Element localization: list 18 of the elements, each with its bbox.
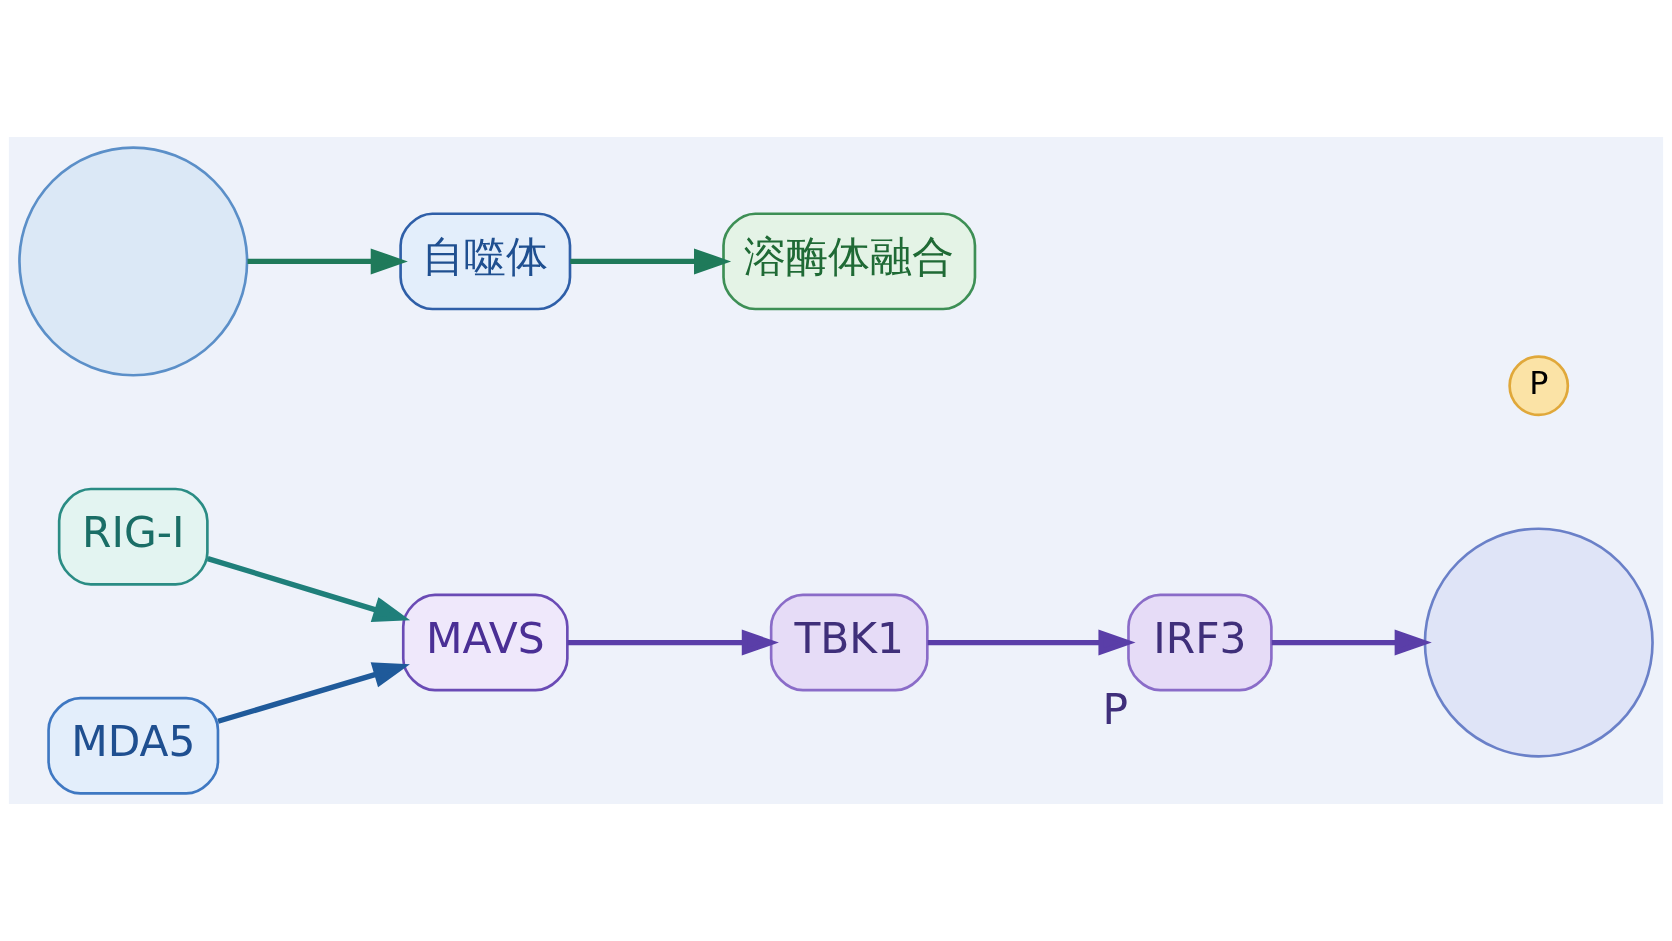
node-box: MDA5	[47, 696, 220, 795]
node-box: 自噬体	[399, 212, 572, 311]
node-box: 溶酶体融合	[722, 212, 977, 311]
arrow	[247, 248, 408, 275]
arrow	[206, 556, 411, 622]
arrow	[1271, 629, 1432, 656]
node-label: P	[1102, 685, 1129, 735]
arrow	[217, 662, 410, 724]
arrow	[567, 629, 779, 656]
node-box: MAVS	[401, 593, 569, 692]
node-box: IRF3	[1127, 593, 1273, 692]
arrow	[927, 629, 1136, 656]
node-circle	[1423, 527, 1654, 758]
node-box: TBK1	[769, 593, 929, 692]
arrow	[570, 248, 732, 275]
node-circle	[18, 146, 249, 377]
node-box: RIG-I	[57, 487, 209, 586]
label: P	[1529, 365, 1549, 402]
